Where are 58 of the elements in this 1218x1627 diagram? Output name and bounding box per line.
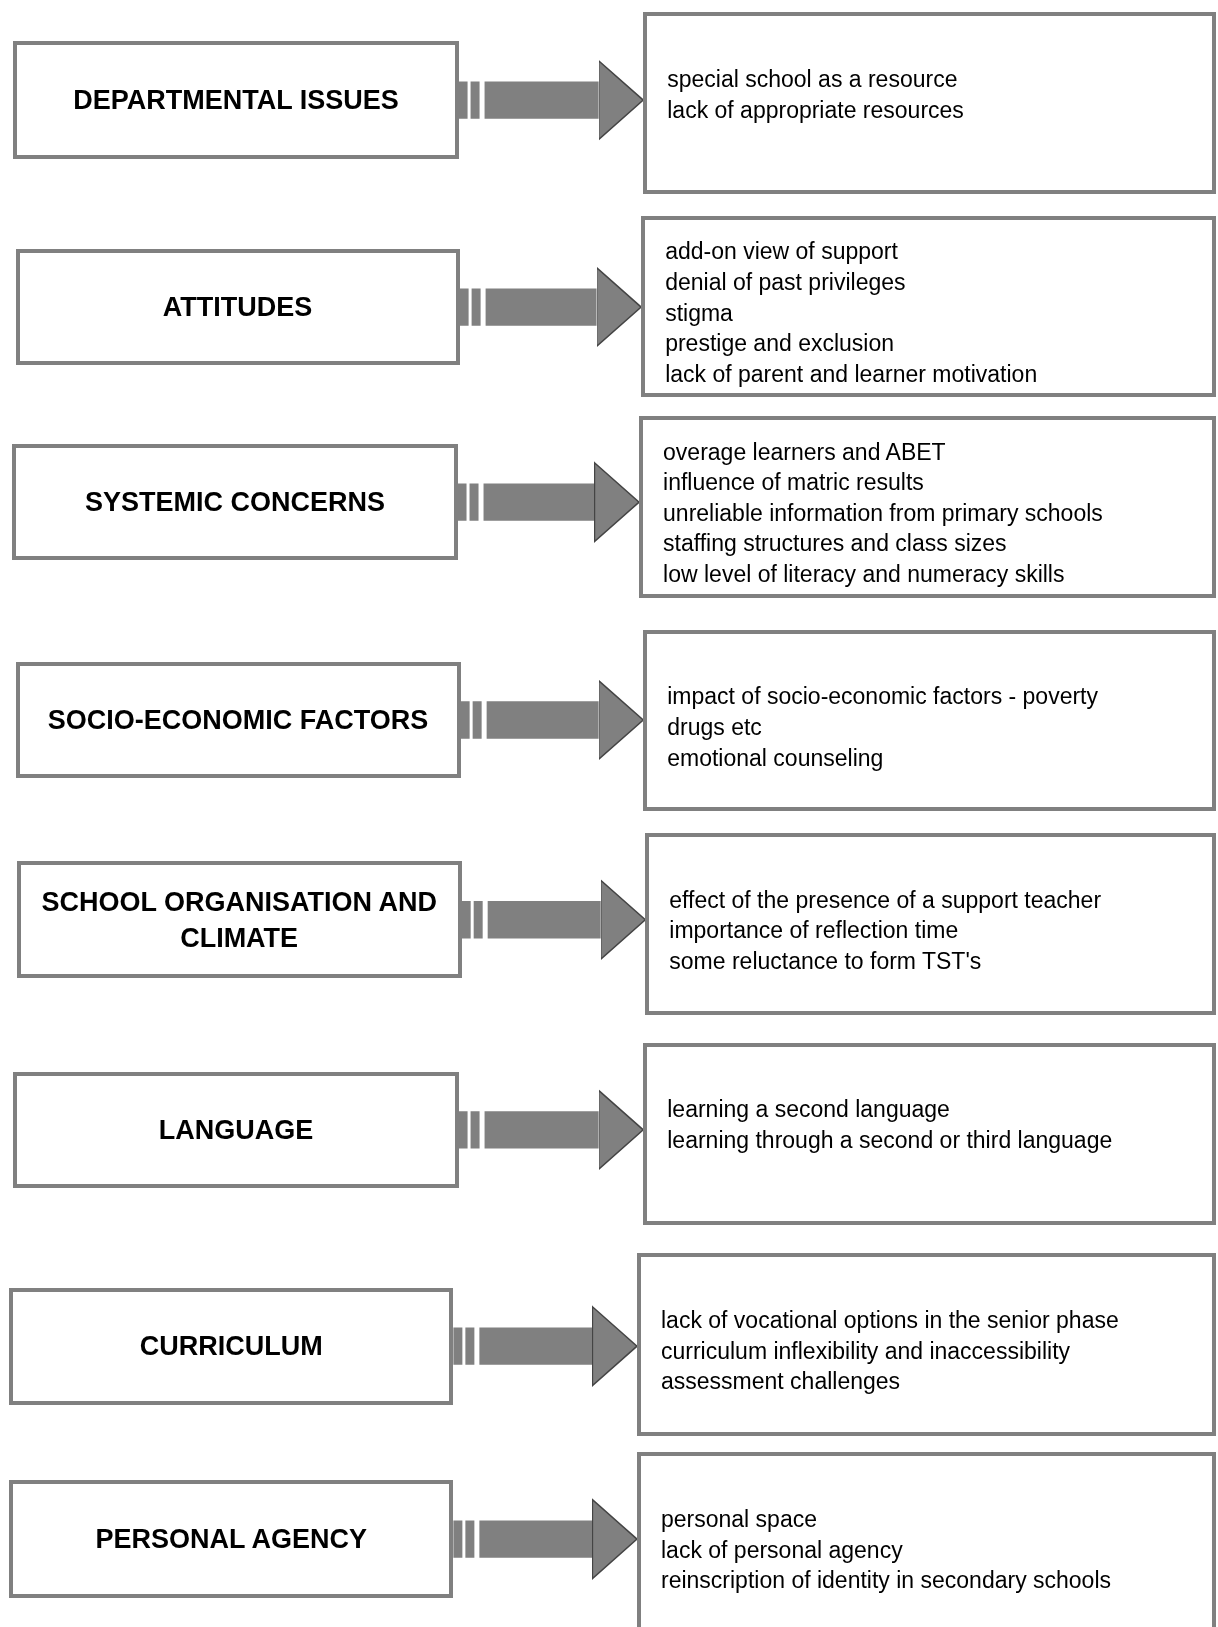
list-item: learning through a second or third language [667, 1125, 1114, 1155]
list-item: staffing structures and class sizes [663, 529, 1008, 559]
category-title: CURRICULUM [139, 1330, 323, 1364]
list-item: drugs etc [667, 713, 763, 743]
list-item: lack of personal agency [661, 1535, 904, 1565]
block-arrow [458, 1089, 644, 1170]
block-arrow [458, 59, 644, 141]
list-item: personal space [661, 1505, 818, 1535]
block-arrow [453, 1498, 638, 1580]
category-title: SOCIO-ECONOMIC FACTORS [47, 704, 429, 737]
category-box [9, 1480, 454, 1598]
list-item: emotional counseling [667, 743, 885, 773]
details-box [639, 416, 1216, 598]
list-item: prestige and exclusion [665, 329, 896, 359]
list-item: overage learners and ABET [663, 437, 947, 467]
category-box [15, 249, 460, 366]
category-title: SCHOOL ORGANISATION AND CLIMATE [40, 885, 438, 955]
list-item: assessment challenges [661, 1367, 902, 1397]
list-item: some reluctance to form TST's [669, 947, 983, 976]
list-item: learning a second language [667, 1095, 951, 1125]
list-item: curriculum inflexibility and inaccessibility [661, 1336, 1072, 1366]
category-title: DEPARTMENTAL ISSUES [73, 84, 399, 118]
block-arrow [457, 461, 640, 543]
list-item: special school as a resource [667, 65, 959, 95]
list-item: low level of literacy and numeracy skills [663, 560, 1066, 589]
list-item: stigma [665, 298, 734, 328]
list-item: lack of parent and learner motivation [665, 359, 1039, 389]
details-box [643, 1042, 1216, 1226]
category-title: LANGUAGE [158, 1113, 314, 1147]
category-box [13, 41, 459, 159]
category-title: PERSONAL AGENCY [95, 1523, 368, 1557]
category-title: SYSTEMIC CONCERNS [84, 486, 385, 520]
block-arrow [461, 879, 647, 960]
block-arrow [459, 266, 642, 348]
list-item: lack of vocational options in the senior phase [661, 1306, 1120, 1335]
list-item: influence of matric results [663, 468, 925, 498]
block-arrow [453, 1305, 638, 1387]
details-box [641, 215, 1216, 398]
category-box [16, 861, 462, 979]
category-box [15, 661, 461, 779]
category-box [9, 1287, 454, 1405]
list-item: denial of past privileges [665, 267, 907, 297]
list-item: effect of the presence of a support teacher [669, 885, 1103, 915]
list-item: importance of reflection time [669, 916, 960, 946]
category-box [12, 444, 458, 561]
category-title: ATTITUDES [162, 291, 313, 325]
list-item: lack of appropriate resources [667, 95, 965, 125]
list-item: add-on view of support [665, 237, 899, 267]
block-arrow [460, 679, 644, 761]
list-item: unreliable information from primary schools [663, 498, 1104, 528]
details-box [637, 1452, 1216, 1627]
details-box [637, 1253, 1216, 1436]
list-item: impact of socio-economic factors - poverty [667, 682, 1099, 712]
category-box [13, 1071, 459, 1188]
details-box [643, 12, 1216, 194]
details-box [645, 833, 1216, 1015]
list-item: reinscription of identity in secondary schools [661, 1566, 1112, 1596]
details-box [643, 629, 1216, 812]
